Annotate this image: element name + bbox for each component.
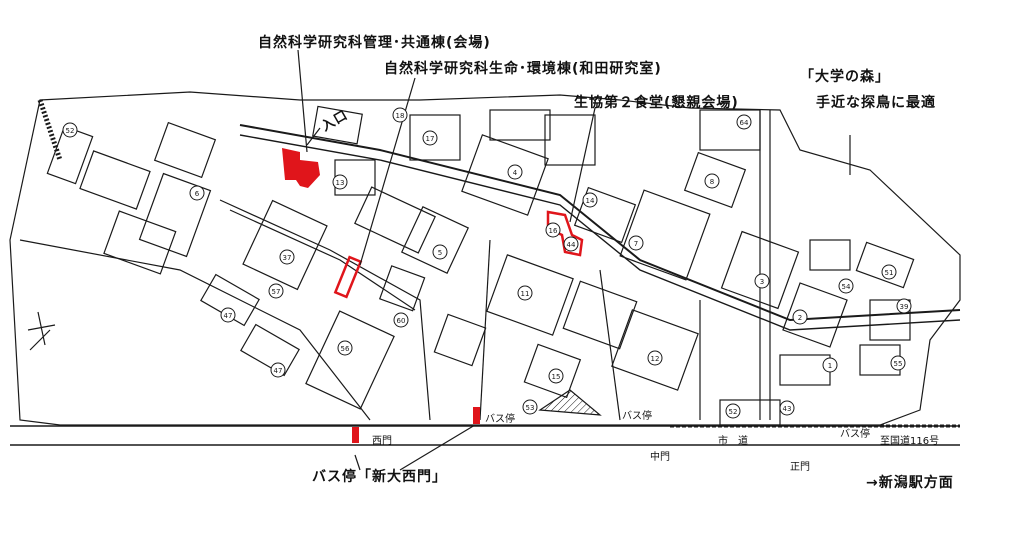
svg-text:51: 51 — [885, 269, 894, 277]
svg-text:18: 18 — [396, 112, 405, 120]
highlighted-buildings — [282, 148, 584, 443]
life-env-building-marker — [333, 255, 363, 299]
bus-stop-label-2: バス停 — [622, 411, 652, 422]
main-road — [239, 124, 961, 322]
north-arrow — [27, 311, 56, 351]
forest-subtitle: 手近な探鳥に最適 — [816, 95, 936, 111]
bus-stop-name-label: バス停「新大西門」 — [312, 469, 447, 485]
svg-text:53: 53 — [526, 404, 535, 412]
svg-text:4: 4 — [513, 169, 518, 177]
campus-boundary — [9, 91, 961, 426]
mgmt-building-marker — [282, 148, 320, 188]
bus-stop-label-1: バス停 — [485, 414, 515, 425]
cafeteria-label: 生協第２食堂(懇親会場) — [574, 95, 739, 111]
bus-stop-label-3: バス停 — [840, 429, 870, 440]
svg-text:2: 2 — [798, 314, 802, 322]
svg-text:7: 7 — [634, 240, 638, 248]
svg-text:47: 47 — [274, 367, 283, 375]
svg-text:15: 15 — [552, 373, 561, 381]
to-niigata-label: →新潟駅方面 — [866, 475, 954, 491]
svg-text:43: 43 — [783, 405, 792, 413]
svg-text:55: 55 — [894, 360, 903, 368]
svg-text:37: 37 — [283, 254, 292, 262]
svg-text:44: 44 — [567, 241, 576, 249]
middle-gate-label: 中門 — [650, 452, 670, 463]
bus-stop-marker-1 — [352, 427, 359, 443]
svg-text:11: 11 — [521, 290, 530, 298]
svg-text:54: 54 — [842, 283, 851, 291]
mgmt-building-label: 自然科学研究科管理･共通棟(会場) — [258, 35, 491, 51]
svg-text:52: 52 — [729, 408, 738, 416]
svg-text:39: 39 — [900, 303, 909, 311]
life-env-building-label: 自然科学研究科生命･環境棟(和田研究室) — [384, 61, 662, 77]
svg-text:52: 52 — [66, 127, 75, 135]
svg-text:1: 1 — [828, 362, 832, 370]
svg-text:57: 57 — [272, 288, 281, 296]
svg-text:47: 47 — [224, 312, 233, 320]
city-road-label: 市 道 — [718, 436, 748, 447]
svg-text:5: 5 — [438, 249, 442, 257]
forest-title: 「大学の森」 — [800, 69, 890, 85]
building-numbers — [62, 107, 912, 419]
svg-text:16: 16 — [549, 227, 558, 235]
svg-text:17: 17 — [426, 135, 435, 143]
svg-text:6: 6 — [195, 190, 200, 198]
svg-text:8: 8 — [710, 178, 714, 186]
bus-stop-marker-2 — [473, 407, 480, 424]
main-gate-label: 正門 — [790, 462, 810, 473]
svg-text:60: 60 — [397, 317, 406, 325]
svg-text:64: 64 — [740, 119, 749, 127]
svg-text:3: 3 — [760, 278, 764, 286]
svg-text:14: 14 — [586, 197, 595, 205]
svg-text:13: 13 — [336, 179, 345, 187]
west-gate-label: 西門 — [372, 436, 392, 447]
route116-label: 至国道116号 — [880, 436, 940, 447]
svg-text:12: 12 — [651, 355, 660, 363]
svg-text:56: 56 — [341, 345, 350, 353]
